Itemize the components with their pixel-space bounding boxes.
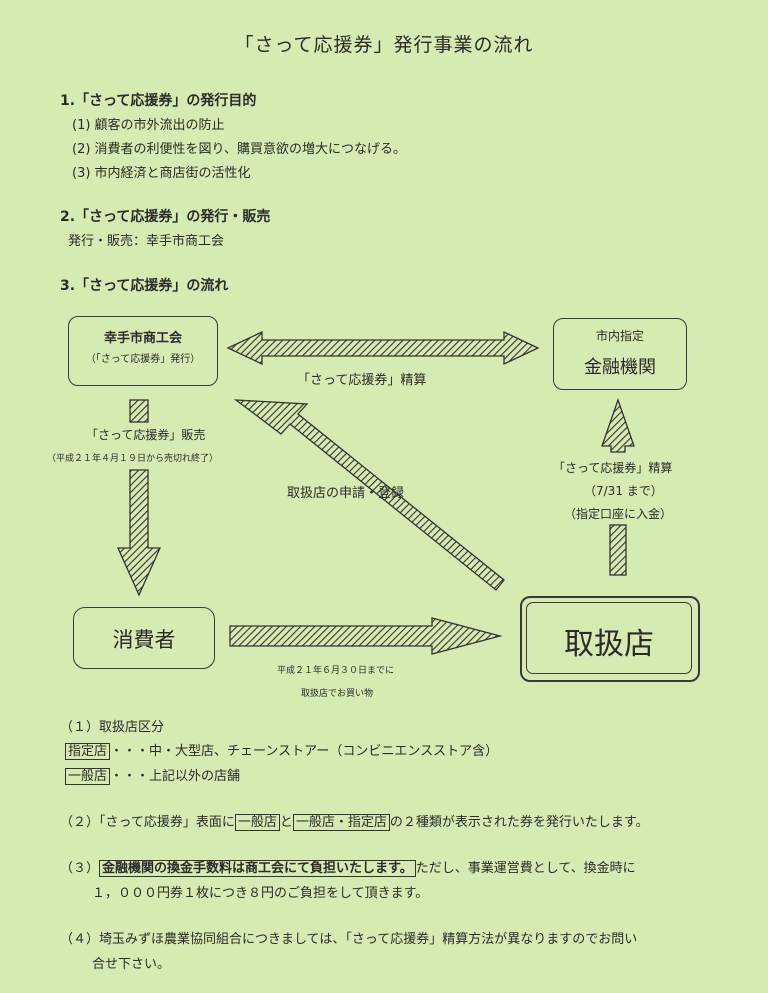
chamber-sub: （「さって応援券」発行） <box>85 354 201 365</box>
label-apply: 取扱店の申請・登録 <box>287 486 405 501</box>
note3-line-2: １，０００円券１枚につき８円のご負担をして頂きます。 <box>92 886 429 901</box>
section1-item-1: (1) 顧客の市外流出の防止 <box>72 118 225 133</box>
label-settle-top: 「さって応援券」精算 <box>297 373 427 388</box>
section1-item-3: (3) 市内経済と商店街の活性化 <box>72 166 251 181</box>
section2-heading: 2.「さって応援券」の発行・販売 <box>60 209 271 225</box>
shop-type-designated: 指定店 <box>65 743 111 760</box>
note1-a-text: ・・・中・大型店、チェーンストアー（コンビニエンスストア含） <box>110 744 499 759</box>
label-settle-deposit: （指定口座に入金） <box>564 507 673 521</box>
note2-box-both: 一般店・指定店 <box>292 814 390 831</box>
chamber-name: 幸手市商工会 <box>103 331 182 346</box>
bank-box: 市内指定 金融機関 <box>553 318 687 390</box>
chamber-box: 幸手市商工会 （「さって応援券」発行） <box>68 316 218 386</box>
settle-arrow-up <box>601 398 635 453</box>
shop-name: 取扱店 <box>564 627 654 662</box>
page-title: 「さって応援券」発行事業の流れ <box>234 34 534 56</box>
note3-text-a: （３） <box>60 861 100 876</box>
section1-item-2: (2) 消費者の利便性を図り、購買意欲の増大につなげる。 <box>72 142 407 157</box>
shopping-arrow-right <box>229 617 503 655</box>
note4-line-2: 合せ下さい。 <box>92 957 171 972</box>
shop-box-outer: 取扱店 <box>520 596 700 682</box>
note1-heading: （１）取扱店区分 <box>60 720 165 735</box>
note3-text-b: ただし、事業運営費として、換金時に <box>415 861 636 876</box>
settle-arrow-stem-bottom <box>609 524 627 576</box>
settle-double-arrow <box>226 330 540 366</box>
note2-text-c: の２種類が表示された券を発行いたします。 <box>389 815 649 830</box>
note1-b-text: ・・・上記以外の店舗 <box>110 769 241 784</box>
label-settle-date: （7/31 まで） <box>584 484 663 498</box>
bank-sub: 市内指定 <box>595 329 644 343</box>
label-shopping-1: 平成２１年６月３０日までに <box>277 666 395 676</box>
note4-line-1: （４）埼玉みずほ農業協同組合につきましては、「さって応援券」精算方法が異なります… <box>60 932 638 947</box>
note2-text-a: （２）「さって応援券」表面に <box>60 815 235 830</box>
section1-heading: 1.「さって応援券」の発行目的 <box>60 93 257 109</box>
note2-box-general: 一般店 <box>234 814 280 831</box>
note1-line-a: 指定店・・・中・大型店、チェーンストアー（コンビニエンスストア含） <box>65 740 499 760</box>
consumer-name: 消費者 <box>112 628 176 652</box>
consumer-box: 消費者 <box>73 607 215 669</box>
note1-line-b: 一般店・・・上記以外の店舗 <box>65 765 241 785</box>
section2-text: 発行・販売：幸手市商工会 <box>68 234 225 249</box>
shop-type-general: 一般店 <box>65 768 111 785</box>
label-settle-right: 「さって応援券」精算 <box>553 461 673 475</box>
label-shopping-2: 取扱店でお買い物 <box>301 689 374 699</box>
sale-arrow-stem-top <box>129 399 149 423</box>
label-sale-note: （平成２１年４月１９日から売切れ終了） <box>47 454 219 464</box>
label-sale: 「さって応援券」販売 <box>86 428 206 442</box>
bank-name: 金融機関 <box>584 357 656 378</box>
note2-text-b: と <box>279 815 293 830</box>
note2: （２）「さって応援券」表面に一般店と一般店・指定店の２種類が表示された券を発行い… <box>60 811 649 831</box>
section3-heading: 3.「さって応援券」の流れ <box>60 278 229 294</box>
note3-box-fee: 金融機関の換金手数料は商工会にて負担いたします。 <box>99 860 416 877</box>
note3-line-1: （３）金融機関の換金手数料は商工会にて負担いたします。ただし、事業運営費として、… <box>60 857 636 877</box>
shop-box-inner: 取扱店 <box>526 602 692 674</box>
apply-arrow-diagonal <box>233 399 505 591</box>
sale-arrow-down <box>116 469 162 597</box>
